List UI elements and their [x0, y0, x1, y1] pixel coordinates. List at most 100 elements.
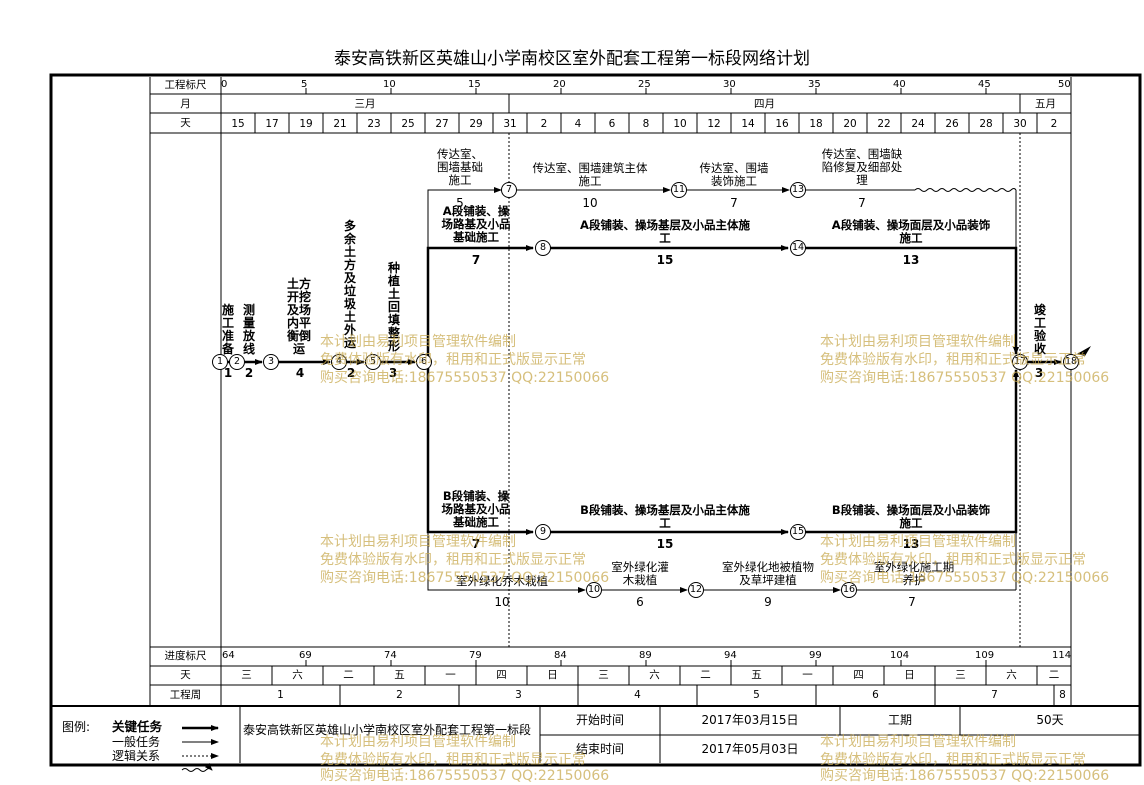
task-dur-gate-foundation: 5 [456, 196, 464, 210]
task-label-prepare: 施工准备 [221, 303, 234, 356]
scale-tick: 5 [301, 79, 308, 90]
progress-tick: 74 [384, 650, 397, 661]
task-dur-shrub-planting: 6 [636, 595, 644, 609]
task-label-earthwork-text: 土方开挖及场内平衡倒运 [286, 277, 311, 356]
end-value: 2017年05月03日 [701, 742, 799, 756]
day-cell: 31 [503, 118, 517, 130]
weekday-cell: 二 [700, 669, 711, 681]
day-cell: 27 [435, 118, 449, 130]
task-label-gate-structure: 传达室、围墙建筑主体 施工 [532, 161, 648, 188]
task-label-gate-decoration: 传达室、围墙 装饰施工 [699, 161, 769, 188]
node-9: 9 [535, 524, 551, 540]
week-cell: 6 [872, 689, 879, 701]
task-label-maintenance: 室外绿化施工期 养护 [873, 560, 955, 587]
task-label-b-surface: B段铺装、操场面层及小品装饰 施工 [831, 503, 991, 530]
week-cell: 2 [396, 689, 403, 701]
scale-tick: 20 [553, 79, 566, 90]
weekday-cell: 六 [292, 669, 303, 681]
legend-normal: 一般任务 [112, 735, 161, 749]
node-11: 11 [671, 182, 687, 198]
weekday-cell: 二 [1048, 669, 1060, 681]
task-dur-gate-structure: 10 [582, 196, 598, 210]
day-cell: 17 [265, 118, 279, 130]
task-dur-b-surface: 13 [902, 537, 920, 551]
progress-tick: 109 [975, 650, 995, 661]
day-cell: 22 [877, 118, 891, 130]
day-cell: 24 [911, 118, 925, 130]
day-cell: 25 [401, 118, 415, 130]
node-8: 8 [535, 240, 551, 256]
scale-row-label: 工程标尺 [164, 79, 207, 91]
weekday-cell: 日 [904, 669, 915, 681]
scale-tick: 35 [808, 79, 821, 90]
week-cell: 4 [634, 689, 641, 701]
project-name: 泰安高铁新区英雄山小学南校区室外配套工程第一标段 [243, 723, 532, 737]
task-dur-survey: 2 [244, 366, 254, 380]
day-row-label: 天 [180, 117, 191, 129]
task-label-earthwork: 土方开挖及场内平衡倒运 [283, 278, 315, 356]
task-label-gate-foundation: 传达室、 围墙基础 施工 [437, 147, 483, 187]
task-dur-b-base: 15 [656, 537, 674, 551]
weekday-cell: 三 [241, 669, 252, 681]
day-cell: 15 [231, 118, 245, 130]
scale-tick: 10 [383, 79, 396, 90]
progress-tick: 89 [639, 650, 652, 661]
task-label-a-base: A段铺装、操场基层及小品主体施 工 [580, 218, 750, 245]
task-dur-maintenance: 7 [908, 595, 916, 609]
weekday-cell: 二 [343, 669, 354, 681]
legend-logic: 逻辑关系 [112, 749, 161, 763]
task-dur-a-surface: 13 [902, 253, 920, 267]
weekday-cell: 三 [598, 669, 609, 681]
day-cell: 30 [1013, 118, 1027, 130]
day-cell: 16 [775, 118, 789, 130]
scale-tick: 0 [221, 79, 228, 90]
progress-tick: 79 [469, 650, 482, 661]
progress-tick: 84 [554, 650, 567, 661]
day-cell: 10 [673, 118, 687, 130]
weekday-row-label: 天 [180, 669, 191, 681]
progress-tick: 64 [222, 650, 235, 661]
scale-tick: 45 [978, 79, 991, 90]
week-cell: 7 [991, 689, 998, 701]
task-dur-b-foundation: 7 [471, 537, 481, 551]
weekday-cell: 六 [1006, 669, 1017, 681]
start-label: 开始时间 [575, 713, 624, 727]
task-label-a-foundation: A段铺装、操 场路基及小品 基础施工 [441, 204, 511, 244]
task-label-a-surface: A段铺装、操场面层及小品装饰 施工 [831, 218, 991, 245]
scale-tick: 25 [638, 79, 651, 90]
weekday-cell: 日 [547, 669, 558, 681]
node-2: 2 [229, 354, 245, 370]
task-label-backfill: 种植土回填整形 [387, 261, 400, 353]
task-label-acceptance: 竣工验收 [1033, 303, 1046, 356]
task-dur-a-base: 15 [656, 253, 674, 267]
weekday-cell: 四 [496, 669, 507, 681]
scale-tick: 15 [468, 79, 481, 90]
node-5: 5 [365, 354, 381, 370]
task-dur-prepare: 1 [223, 366, 233, 380]
day-cell: 28 [979, 118, 993, 130]
day-cell: 4 [574, 118, 582, 130]
task-dur-lawn-planting: 9 [764, 595, 772, 609]
day-cell: 12 [707, 118, 721, 130]
task-dur-a-foundation: 7 [471, 253, 481, 267]
task-dur-gate-repair: 7 [858, 196, 866, 210]
weekday-cell: 四 [853, 669, 864, 681]
task-dur-gate-decoration: 7 [730, 196, 738, 210]
task-dur-earthwork: 4 [295, 366, 305, 380]
node-10: 10 [586, 582, 602, 598]
day-cell: 14 [741, 118, 755, 130]
legend-title: 图例: [62, 720, 91, 734]
day-cell: 20 [843, 118, 857, 130]
node-15: 15 [790, 524, 806, 540]
progress-row-label: 进度标尺 [164, 650, 207, 662]
task-label-shrub-planting: 室外绿化灌 木栽植 [611, 560, 669, 587]
week-row-label: 工程周 [169, 689, 202, 701]
weekday-cell: 一 [445, 669, 456, 681]
task-label-soil-removal: 多余土方及垃圾土外运 [343, 219, 356, 350]
node-7: 7 [501, 182, 517, 198]
month-row-label: 月 [180, 98, 191, 110]
node-14: 14 [790, 240, 806, 256]
scale-tick: 40 [893, 79, 906, 90]
node-17: 17 [1012, 354, 1028, 370]
